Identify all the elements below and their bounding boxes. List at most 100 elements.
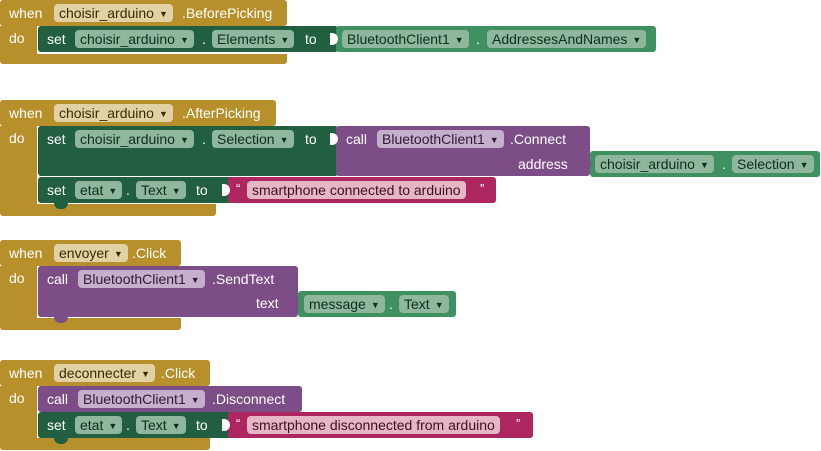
component-dropdown[interactable]: envoyer ▼ bbox=[54, 244, 128, 262]
component-name: etat bbox=[80, 417, 104, 433]
open-quote: “ bbox=[236, 181, 241, 196]
property-dropdown[interactable]: Selection ▼ bbox=[732, 155, 814, 173]
component-dropdown[interactable]: BluetoothClient1 ▼ bbox=[78, 390, 205, 408]
component-name: BluetoothClient1 bbox=[83, 271, 186, 287]
argument-label: text bbox=[256, 295, 279, 311]
method-name: .Connect bbox=[510, 131, 567, 147]
triangle-down-icon: ▼ bbox=[799, 160, 809, 170]
text-input[interactable]: smartphone connected to arduino bbox=[247, 181, 466, 199]
property-name: Selection bbox=[217, 131, 275, 147]
dot-separator: . bbox=[202, 131, 206, 147]
triangle-down-icon: ▼ bbox=[190, 395, 200, 405]
component-name: message bbox=[309, 296, 366, 312]
event-spine bbox=[0, 386, 37, 442]
component-name: etat bbox=[80, 182, 104, 198]
triangle-down-icon: ▼ bbox=[108, 421, 118, 431]
property-dropdown[interactable]: Text▼ bbox=[136, 416, 186, 434]
connector-notch bbox=[583, 158, 591, 170]
dot-separator: . bbox=[476, 31, 480, 47]
event-footer bbox=[0, 204, 216, 216]
property-dropdown[interactable]: AddressesAndNames▼ bbox=[487, 30, 647, 48]
event-name: .BeforePicking bbox=[182, 5, 273, 21]
triangle-down-icon: ▼ bbox=[454, 35, 464, 45]
component-name: BluetoothClient1 bbox=[382, 131, 485, 147]
event-name: .AfterPicking bbox=[182, 105, 261, 121]
component-dropdown[interactable]: message ▼ bbox=[304, 295, 385, 313]
triangle-down-icon: ▼ bbox=[434, 300, 444, 310]
component-dropdown[interactable]: deconnecter ▼ bbox=[54, 364, 155, 382]
property-dropdown[interactable]: Elements ▼ bbox=[212, 30, 295, 48]
property-name: Selection bbox=[737, 156, 795, 172]
component-dropdown[interactable]: choisir_arduino ▼ bbox=[75, 30, 194, 48]
triangle-down-icon: ▼ bbox=[171, 421, 181, 431]
component-dropdown[interactable]: choisir_arduino▼ bbox=[595, 155, 714, 173]
triangle-down-icon: ▼ bbox=[158, 9, 168, 19]
triangle-down-icon: ▼ bbox=[632, 35, 642, 45]
connector-notch bbox=[222, 184, 230, 196]
dot-separator: . bbox=[202, 31, 206, 47]
component-dropdown[interactable]: choisir_arduino ▼ bbox=[54, 4, 173, 22]
component-dropdown[interactable]: etat▼ bbox=[75, 181, 123, 199]
dot-separator: . bbox=[722, 156, 726, 172]
triangle-down-icon: ▼ bbox=[179, 135, 189, 145]
component-name: BluetoothClient1 bbox=[83, 391, 186, 407]
call-keyword: call bbox=[346, 131, 368, 147]
component-dropdown[interactable]: BluetoothClient1 ▼ bbox=[78, 270, 205, 288]
set-keyword: set bbox=[47, 131, 66, 147]
set-property-block[interactable] bbox=[38, 177, 232, 203]
component-name: choisir_arduino bbox=[59, 105, 154, 121]
text-input[interactable]: smartphone disconnected from arduino bbox=[247, 416, 500, 434]
dot-separator: . bbox=[389, 296, 393, 312]
property-name: Elements bbox=[217, 31, 276, 47]
triangle-down-icon: ▼ bbox=[179, 35, 189, 45]
when-keyword: when bbox=[9, 245, 43, 261]
component-dropdown[interactable]: choisir_arduino ▼ bbox=[75, 130, 194, 148]
dot-separator: . bbox=[126, 182, 130, 198]
component-dropdown[interactable]: BluetoothClient1▼ bbox=[377, 130, 504, 148]
event-spine bbox=[0, 266, 37, 322]
method-name: .Disconnect bbox=[212, 391, 286, 407]
component-dropdown[interactable]: etat ▼ bbox=[75, 416, 123, 434]
property-name: Text bbox=[404, 296, 430, 312]
property-dropdown[interactable]: Text ▼ bbox=[399, 295, 449, 313]
connector-tab bbox=[54, 317, 68, 323]
component-name: envoyer bbox=[59, 245, 109, 261]
property-dropdown[interactable]: Text▼ bbox=[136, 181, 186, 199]
component-name: choisir_arduino bbox=[59, 5, 154, 21]
triangle-down-icon: ▼ bbox=[190, 275, 200, 285]
event-name: .Click bbox=[132, 245, 167, 261]
component-name: deconnecter bbox=[59, 365, 137, 381]
property-name: Text bbox=[141, 182, 167, 198]
to-keyword: to bbox=[196, 182, 208, 198]
do-keyword: do bbox=[9, 130, 25, 146]
call-keyword: call bbox=[47, 391, 69, 407]
close-quote: ” bbox=[516, 416, 521, 431]
component-dropdown[interactable]: choisir_arduino▼ bbox=[54, 104, 173, 122]
triangle-down-icon: ▼ bbox=[699, 160, 709, 170]
do-keyword: do bbox=[9, 30, 25, 46]
triangle-down-icon: ▼ bbox=[280, 35, 290, 45]
event-footer bbox=[0, 438, 210, 450]
triangle-down-icon: ▼ bbox=[370, 300, 380, 310]
to-keyword: to bbox=[305, 131, 317, 147]
connector-notch bbox=[291, 298, 299, 310]
do-keyword: do bbox=[9, 270, 25, 286]
event-footer bbox=[0, 318, 181, 330]
triangle-down-icon: ▼ bbox=[141, 369, 150, 379]
property-dropdown[interactable]: Selection ▼ bbox=[212, 130, 294, 148]
component-name: choisir_arduino bbox=[80, 31, 175, 47]
component-name: choisir_arduino bbox=[80, 131, 175, 147]
set-keyword: set bbox=[47, 182, 66, 198]
event-name: .Click bbox=[161, 365, 196, 381]
connector-tab bbox=[54, 203, 68, 209]
set-keyword: set bbox=[47, 417, 66, 433]
connector-notch bbox=[222, 419, 230, 431]
to-keyword: to bbox=[305, 31, 317, 47]
component-dropdown[interactable]: BluetoothClient1▼ bbox=[342, 30, 469, 48]
argument-label: address bbox=[518, 156, 568, 172]
dot-separator: . bbox=[126, 417, 130, 433]
triangle-down-icon: ▼ bbox=[113, 249, 123, 259]
set-property-block[interactable] bbox=[38, 412, 232, 438]
method-name: .SendText bbox=[212, 271, 275, 287]
triangle-down-icon: ▼ bbox=[279, 135, 289, 145]
